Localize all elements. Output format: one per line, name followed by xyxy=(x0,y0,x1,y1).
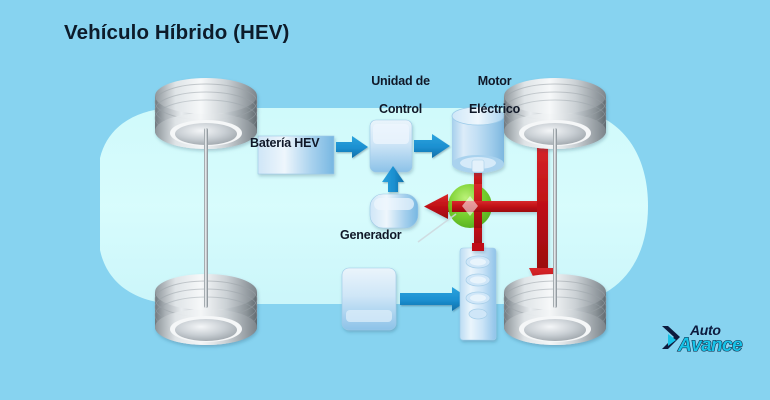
page-title: Vehículo Híbrido (HEV) xyxy=(64,21,290,44)
generator xyxy=(369,193,419,229)
label-unidad-line1: Unidad de xyxy=(371,74,430,88)
wheel-front-right xyxy=(154,274,258,345)
battery xyxy=(257,135,335,175)
label-motor-line1: Motor xyxy=(477,74,512,88)
logo-text-auto: Auto xyxy=(690,322,721,338)
logo-text-avance: Avance xyxy=(677,334,743,356)
arrow-control-to-motor xyxy=(414,134,450,158)
label-unidad-line2: Control xyxy=(379,102,423,116)
logo-chevron-icon xyxy=(662,326,680,349)
engine-block xyxy=(459,247,497,341)
label-bateria-hev: Batería HEV xyxy=(250,136,320,150)
fuel-tank xyxy=(341,267,397,331)
electric-motor xyxy=(451,106,505,173)
arrow-battery-to-control xyxy=(336,136,368,158)
front-axle-tip xyxy=(204,128,208,308)
arrow-fuel-to-engine xyxy=(400,287,470,311)
rear-axle-tip xyxy=(553,128,557,308)
control-unit xyxy=(369,119,413,173)
label-generador: Generador xyxy=(340,228,402,242)
label-motor-electrico: Motor Eléctrico xyxy=(452,60,524,130)
engine-cylinders xyxy=(465,255,491,320)
junction-pointer-line xyxy=(417,213,457,243)
label-unidad-de-control: Unidad de Control xyxy=(352,60,436,130)
arrow-generator-to-control xyxy=(382,166,404,192)
label-motor-line2: Eléctrico xyxy=(469,102,521,116)
power-split-junction xyxy=(448,184,492,228)
